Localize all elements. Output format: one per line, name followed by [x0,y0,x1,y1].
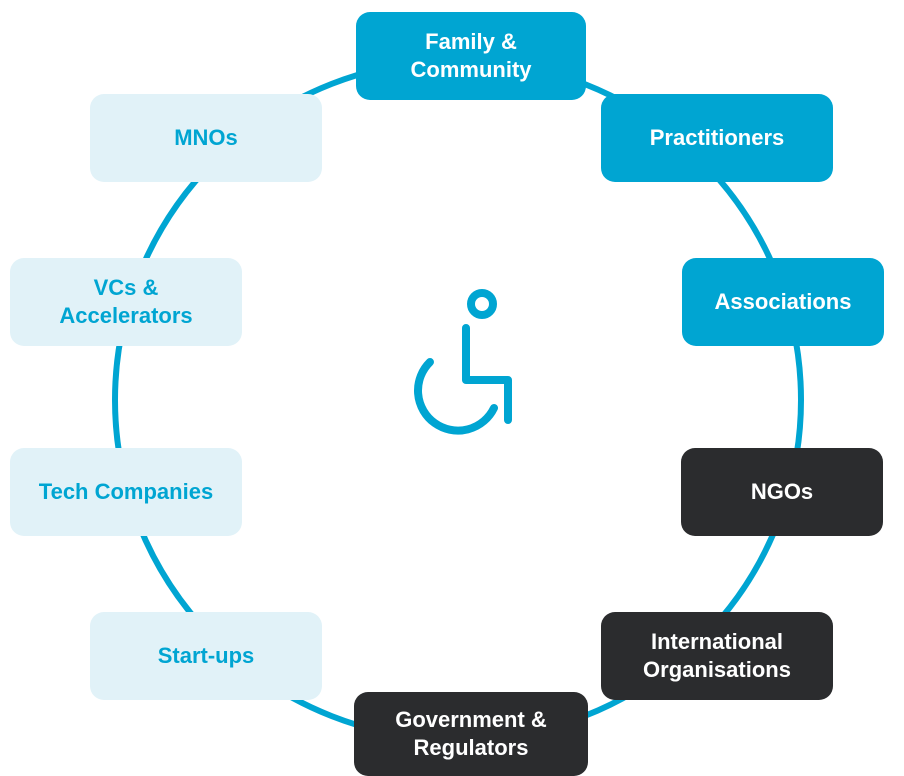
node-practitioners: Practitioners [601,94,833,182]
wheelchair-accessibility-icon [414,289,512,435]
node-family-community: Family & Community [356,12,586,100]
node-mnos: MNOs [90,94,322,182]
node-tech-companies: Tech Companies [10,448,242,536]
node-ngos: NGOs [681,448,883,536]
node-government-regulators: Government & Regulators [354,692,588,776]
node-vcs-accelerators: VCs & Accelerators [10,258,242,346]
node-start-ups: Start-ups [90,612,322,700]
node-associations: Associations [682,258,884,346]
node-international-organisations: International Organisations [601,612,833,700]
